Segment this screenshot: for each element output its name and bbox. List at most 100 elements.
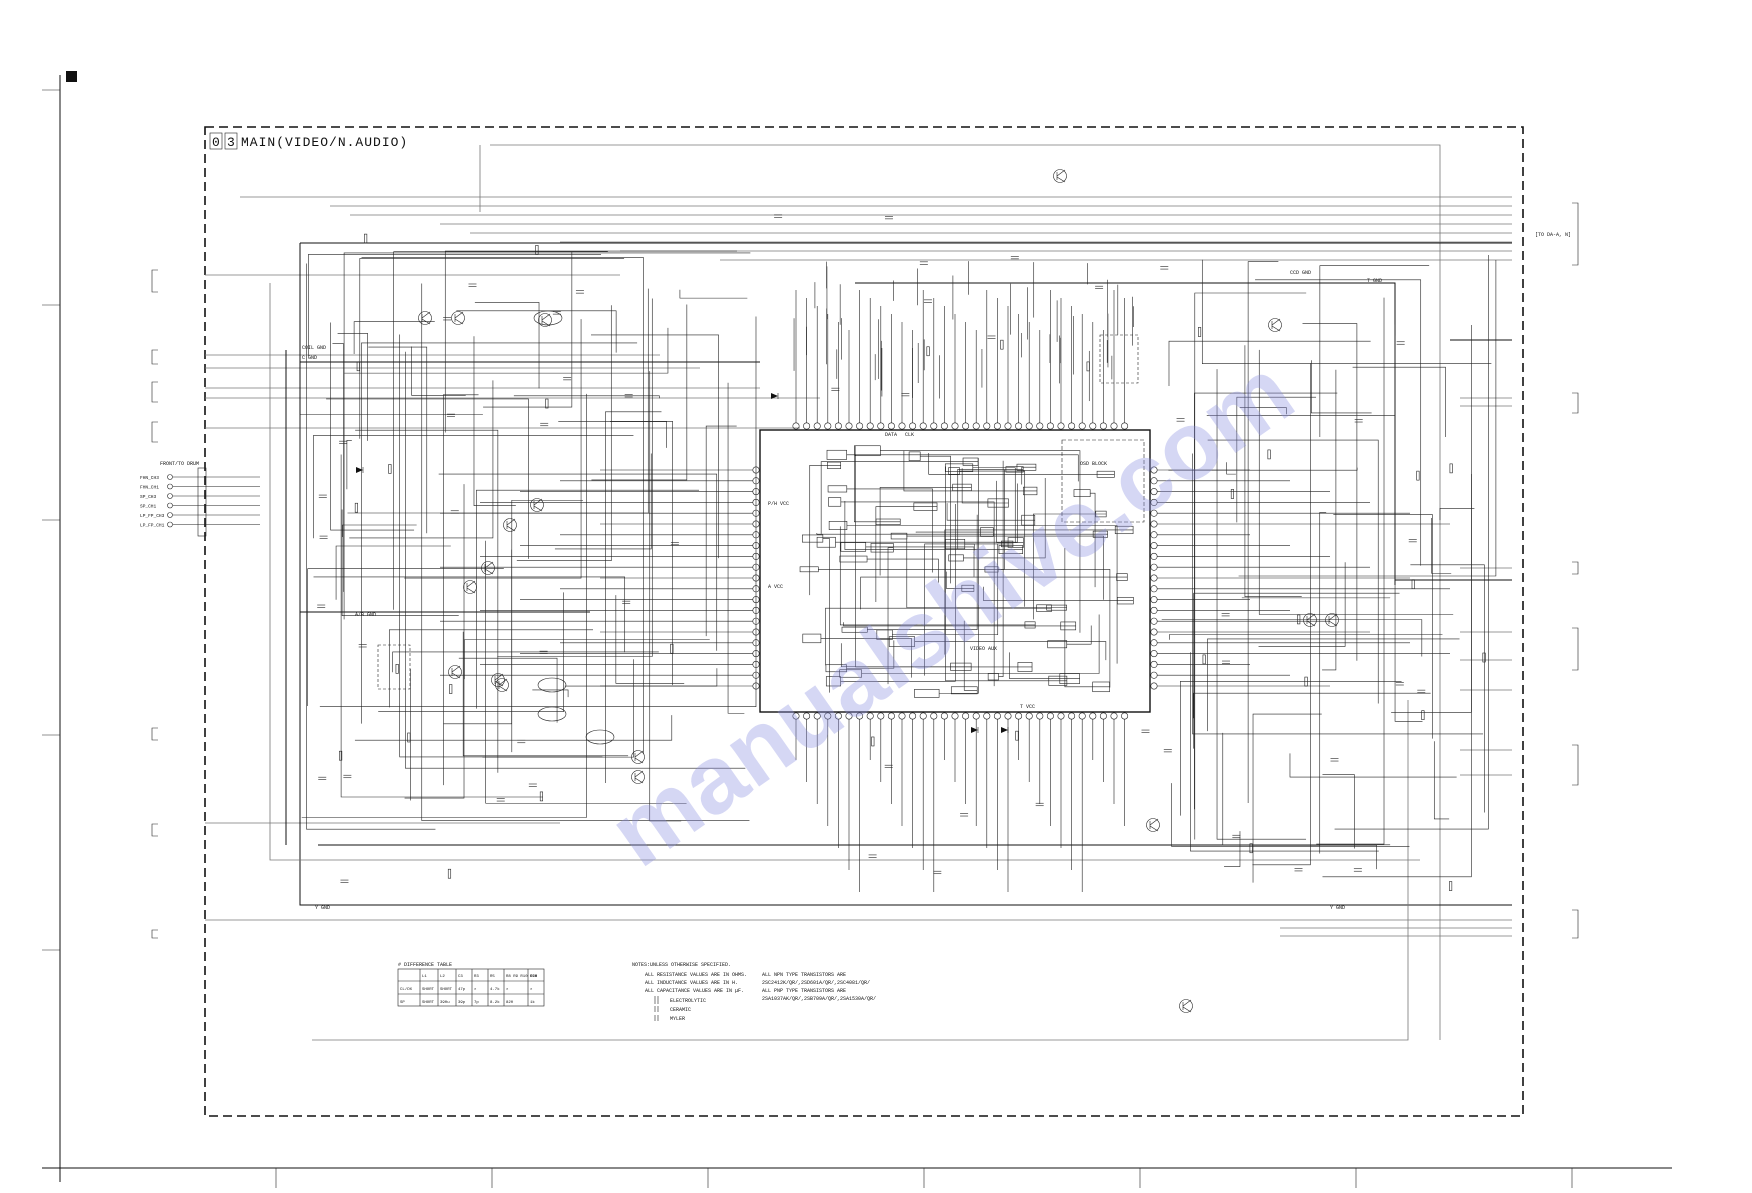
front-pin-label: FHN_CH3 (140, 475, 159, 481)
resistor-icon (357, 362, 360, 371)
wire (680, 290, 747, 298)
diode-icon (971, 727, 978, 733)
resistor-icon (872, 737, 875, 746)
ic-pin (1100, 713, 1106, 719)
transistor-lead (1272, 319, 1280, 325)
ic-pin (931, 423, 937, 429)
wire (355, 715, 672, 740)
ic-pin (1026, 423, 1032, 429)
wire (1440, 508, 1474, 520)
watermark: manualshive.com (591, 337, 1312, 887)
resistor-icon (355, 503, 358, 512)
transistor-icon (1180, 1000, 1193, 1013)
ic-pin (1068, 713, 1074, 719)
transistor-lead (1150, 819, 1158, 825)
transistor-lead (635, 751, 643, 757)
wire (456, 311, 616, 353)
transistor-note-4: 2SA1037AK/QR/,2SB709A/QR/,2SA1530A/QR/ (762, 996, 876, 1002)
notes: NOTES:UNLESS OTHERWISE SPECIFIED. ALL RE… (632, 962, 876, 1022)
transistor-note-1: ALL NPN TYPE TRANSISTORS ARE (762, 972, 846, 978)
front-connector-header: FRONT/TO DRUM (160, 461, 199, 467)
wire (354, 322, 435, 354)
wire (300, 415, 483, 512)
transistor-icon (1304, 614, 1317, 627)
ic-pin (1151, 564, 1157, 570)
transistor-lead (485, 569, 493, 574)
right-connector-label: [TO DA-A, N] (1535, 232, 1571, 238)
title-box-1: 0 (212, 135, 220, 150)
table-cell: 8.2k (490, 1000, 500, 1005)
ic-pin (909, 713, 915, 719)
table-cell: 820 (506, 1001, 514, 1005)
resistor-icon (540, 792, 543, 801)
corner-mark-icon (66, 71, 77, 82)
front-pin-label: LP_FP_CH1 (140, 523, 165, 529)
wire (706, 426, 736, 636)
front-connector: FRONT/TO DRUM FHN_CH3FHN_CH1SP_CH3SP_CH1… (140, 461, 260, 536)
ground-label-y2: Y GND (1330, 905, 1345, 911)
ic-pin (1026, 713, 1032, 719)
ic-pin (1151, 553, 1157, 559)
front-pin (168, 475, 173, 480)
ic-pin (878, 423, 884, 429)
resistor-icon (1198, 327, 1201, 336)
ground-label-y1: Y GND (315, 905, 330, 911)
wire (459, 658, 557, 722)
wire (1322, 775, 1354, 849)
wire (1259, 350, 1453, 615)
left-connector-brackets (152, 270, 158, 938)
ic-pin (1151, 661, 1157, 667)
wire (558, 421, 672, 685)
ic-pin (1090, 713, 1096, 719)
transistor-lead (1183, 1007, 1191, 1012)
transistor-icon (1269, 319, 1282, 332)
resistor-icon (1001, 340, 1004, 349)
wire (512, 500, 583, 752)
notes-line-1: ALL RESISTANCE VALUES ARE IN OHMS. (645, 972, 747, 978)
wire (482, 659, 633, 757)
ic-pin (888, 423, 894, 429)
ic-pin (835, 423, 841, 429)
resistor-icon (364, 234, 367, 243)
ic-pin (1015, 713, 1021, 719)
ic-pin (920, 423, 926, 429)
legend-electrolytic: ELECTROLYTIC (670, 998, 706, 1004)
data-label: DATA (885, 432, 897, 438)
ic-pin (1079, 713, 1085, 719)
oscillator-module (1100, 335, 1138, 383)
wire (405, 352, 745, 768)
wire (1434, 741, 1449, 819)
front-pin (168, 494, 173, 499)
transistor-lead (635, 758, 643, 763)
table-cell: CL/DX (400, 987, 413, 992)
ic-pin (1151, 586, 1157, 592)
transistor-lead (455, 312, 463, 318)
wire (517, 305, 611, 560)
front-pin (168, 522, 173, 527)
transistor-icon (1147, 819, 1160, 832)
wire (308, 569, 504, 706)
resistor-icon (1417, 471, 1420, 480)
ic-pin (984, 713, 990, 719)
ic-pin (1151, 575, 1157, 581)
wire (347, 440, 352, 489)
wire (393, 652, 659, 672)
ic-pin (941, 423, 947, 429)
legend-ceramic: CERAMIC (670, 1007, 691, 1013)
ic-pin (1037, 713, 1043, 719)
ic-pin (1058, 423, 1064, 429)
resistor-icon (389, 464, 392, 473)
ic-pin (1079, 423, 1085, 429)
wire (1190, 652, 1378, 851)
ic-pin (899, 423, 905, 429)
ic-pin (1037, 423, 1043, 429)
front-pin-label: SP_CH1 (140, 504, 157, 510)
transistor-lead (1307, 614, 1315, 620)
wire (342, 509, 459, 615)
right-connector-brackets: [TO DA-A, N] (1535, 203, 1578, 938)
transistor-lead (534, 499, 542, 505)
wire (1316, 298, 1384, 844)
table-cell: 1k (530, 1000, 535, 1005)
transistor-lead (1307, 621, 1315, 626)
wire (302, 394, 587, 818)
